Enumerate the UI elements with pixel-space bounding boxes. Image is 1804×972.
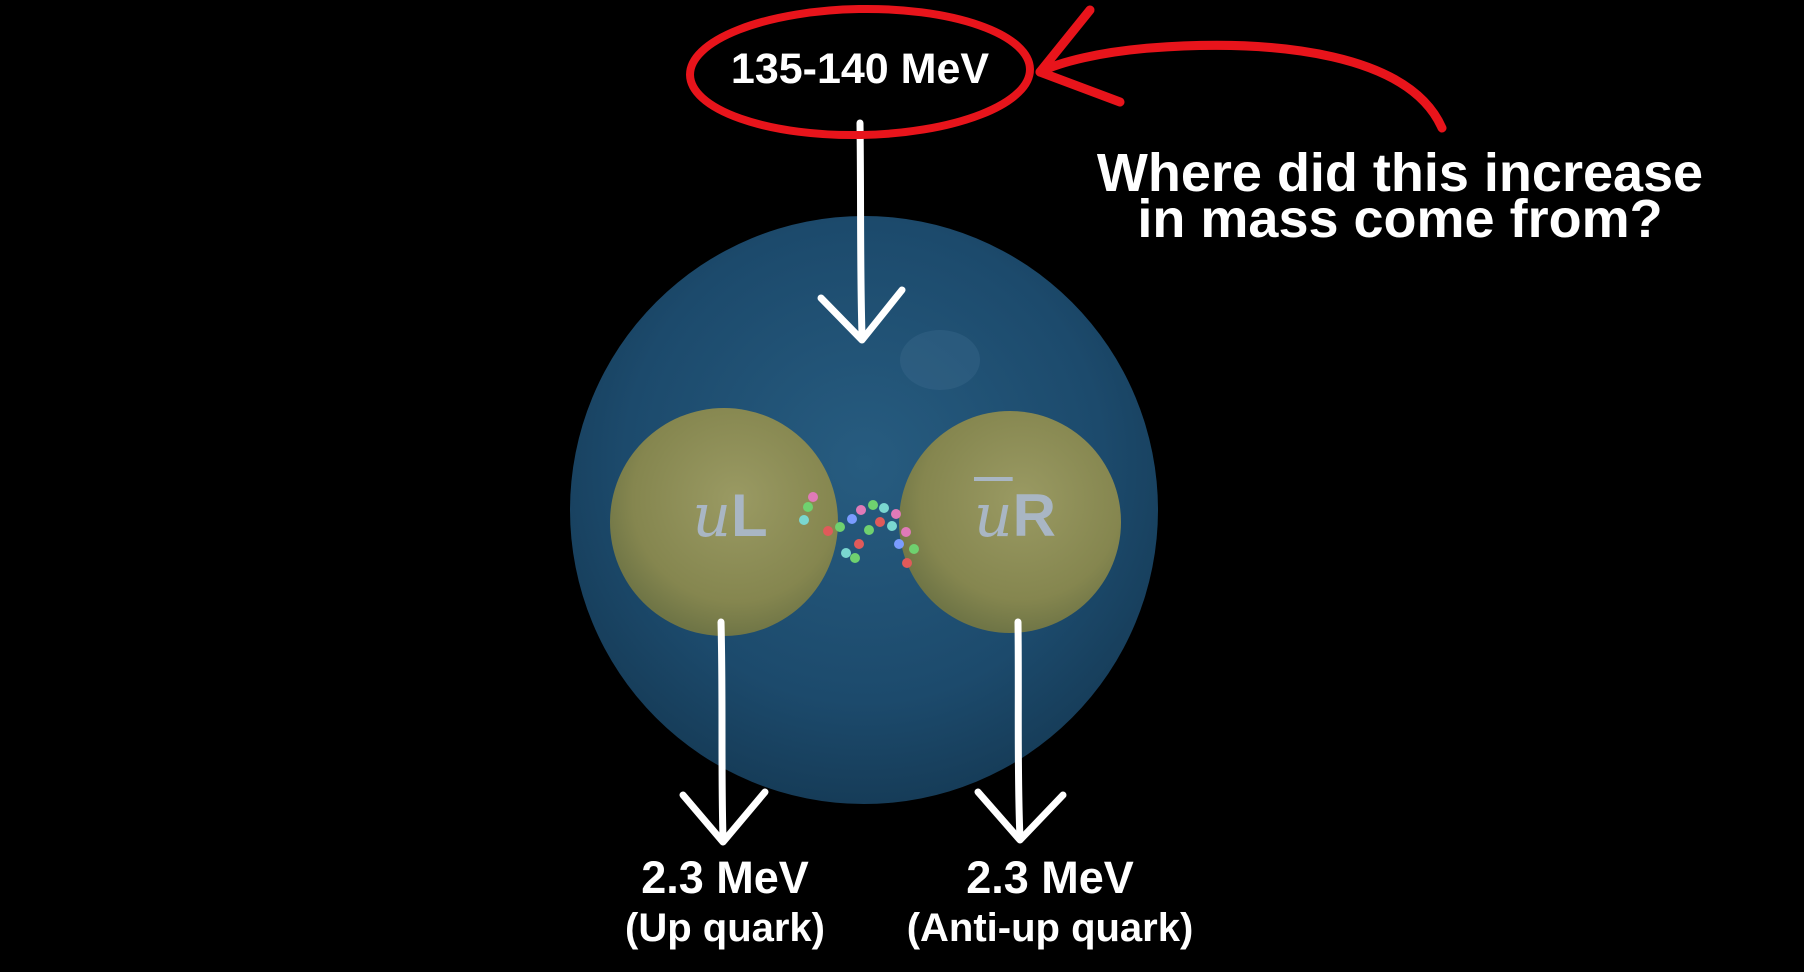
anti-up-quark-mass-label: 2.3 MeV: [966, 852, 1134, 903]
up-quark-mass-label: 2.3 MeV: [641, 852, 809, 903]
question-annotation: Where did this increase in mass come fro…: [1060, 143, 1740, 249]
pion-mass-arrow: [817, 119, 906, 344]
question-text: Where did this increase in mass come fro…: [1096, 143, 1704, 249]
pion-sphere-highlight: [900, 330, 980, 390]
anti-up-quark-name-label: (Anti-up quark): [906, 906, 1194, 950]
highlight-arrow: [1035, 5, 1447, 133]
anti-up-quark-sphere: [899, 411, 1121, 633]
up-quark-symbol: uL: [650, 486, 810, 547]
up-quark-arrow: [679, 618, 769, 846]
highlight-ellipse: [686, 4, 1034, 140]
up-quark-handedness: L: [731, 482, 768, 549]
gluon-particles: [799, 492, 919, 568]
up-quark-name-label: (Up quark): [625, 906, 825, 950]
pion-mass-label: 135-140 MeV: [730, 45, 990, 93]
up-quark-letter: u: [692, 481, 731, 551]
anti-up-quark-arrow: [974, 618, 1067, 844]
anti-up-quark-letter: u: [974, 481, 1013, 551]
anti-up-quark-symbol: uR: [935, 486, 1095, 547]
anti-up-quark-handedness: R: [1012, 482, 1056, 549]
up-quark-sphere: [610, 408, 838, 636]
